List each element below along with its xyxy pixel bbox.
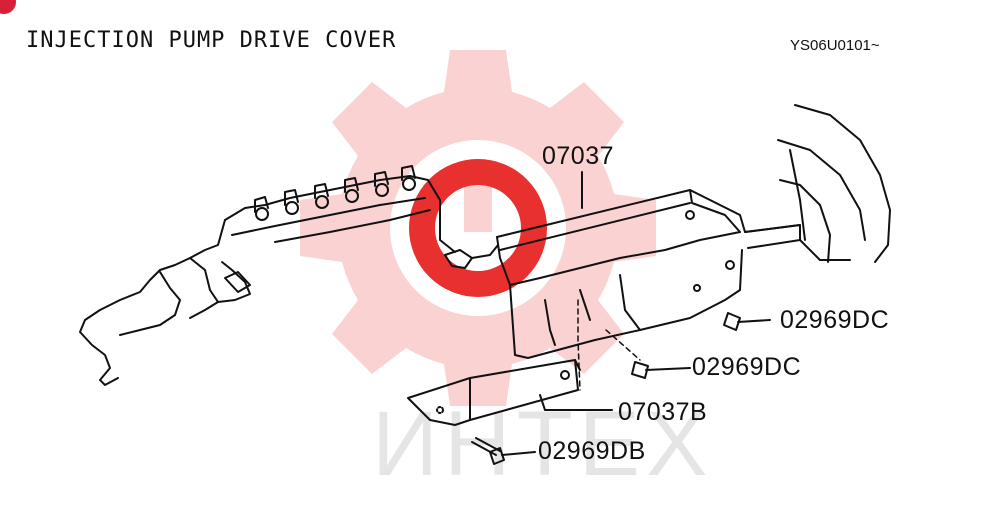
bracket-07037B bbox=[407, 359, 581, 426]
diagram-code: YS06U0101~ bbox=[790, 37, 880, 54]
drive-cover-07037 bbox=[496, 189, 801, 359]
part-label-07037B: 07037B bbox=[618, 398, 708, 426]
watermark-text: ИНТЕХ bbox=[372, 393, 714, 495]
engine-housing-outline bbox=[777, 104, 891, 263]
part-label-02969DC-upper: 02969DC bbox=[780, 306, 890, 334]
part-label-02969DB: 02969DB bbox=[538, 437, 646, 465]
part-label-07037: 07037 bbox=[542, 142, 615, 170]
bolt-02969DB bbox=[471, 437, 536, 465]
bolt-02969DC-lower bbox=[631, 361, 691, 379]
diagram-title: INJECTION PUMP DRIVE COVER bbox=[26, 28, 397, 53]
part-label-02969DC-lower: 02969DC bbox=[692, 353, 802, 381]
injection-pump-outline bbox=[79, 165, 499, 386]
leader-07037B bbox=[539, 394, 613, 411]
corner-badge-icon bbox=[0, 0, 16, 14]
bolt-02969DC-upper bbox=[723, 312, 771, 331]
